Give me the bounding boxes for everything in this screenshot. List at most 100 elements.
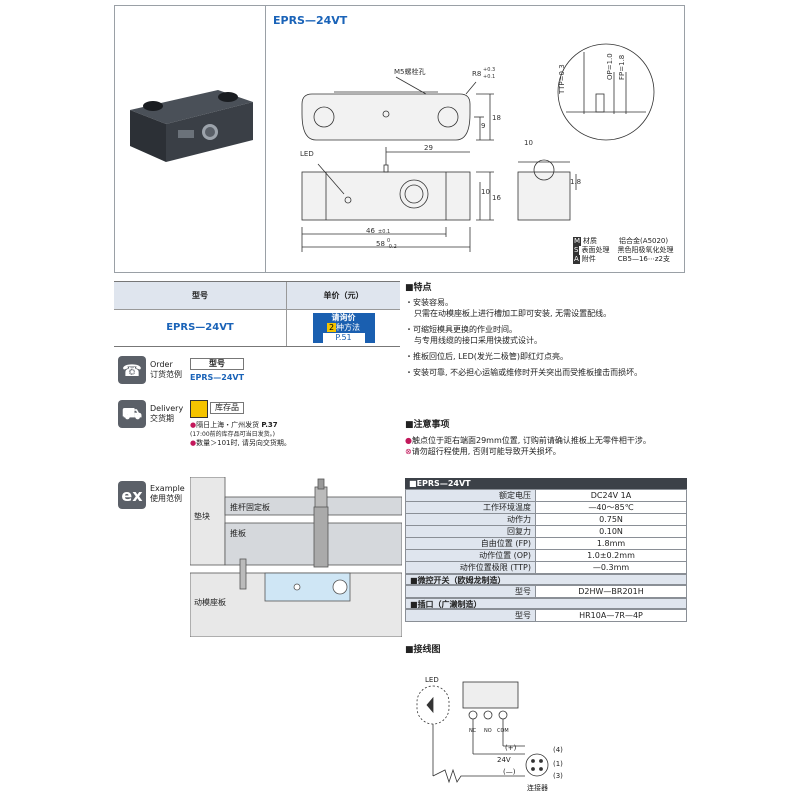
material-label: 材质 xyxy=(583,237,598,245)
delivery-ref[interactable]: P.37 xyxy=(261,421,278,429)
method-num: 2 xyxy=(326,323,337,332)
wiring-led-label: LED xyxy=(425,676,439,684)
spec-section: ■EPRS—24VT 额定电压 DC24V 1A 工作环境温度 —40～85℃ … xyxy=(405,478,687,622)
material-row: A 附件 CB5—16⋯z2支 xyxy=(573,255,683,264)
dim-18: 18 xyxy=(492,114,501,122)
r8-tol-up: +0.3 xyxy=(483,67,495,73)
notes-title-text: 注意事项 xyxy=(413,420,450,430)
spec-row: 回复力 0.10N xyxy=(405,525,687,538)
spec-row: 自由位置 (FP)1.8mm xyxy=(405,537,687,550)
plug-value: HR10A—7R—4P xyxy=(535,609,687,622)
plug-label: 型号 xyxy=(405,609,536,622)
spec-title: ■EPRS—24VT xyxy=(405,478,687,489)
feature-item: ・可缩短模具更换的作业时间。 xyxy=(405,325,517,334)
col-model: 型号 xyxy=(192,291,208,300)
feature-item: 与专用线缆的接口采用快拔式设计。 xyxy=(414,336,542,345)
dim-9: 9 xyxy=(481,122,485,130)
feature-item: ・安装容易。 xyxy=(405,298,453,307)
example-label: Example 使用范例 xyxy=(150,484,185,504)
nc-label: NC xyxy=(469,728,477,734)
spec-row: 动作位置极限 (TTP)—0.3mm xyxy=(405,561,687,574)
pushplate-label: 推板 xyxy=(230,528,246,538)
delivery-truck-icon: ⛟ xyxy=(118,400,146,428)
note-item: ⊗请勿超行程使用, 否则可能导致开关损坏。 xyxy=(405,447,561,456)
dim-16: 16 xyxy=(492,194,501,202)
material-badge: A xyxy=(573,255,580,264)
r8-label: R8 xyxy=(472,70,481,78)
v24-label: 24V xyxy=(497,756,511,764)
plug-title-text: 插口（广濑制造） xyxy=(417,600,482,609)
product-frame xyxy=(114,5,685,273)
prohibited-icon: ⊗ xyxy=(405,447,412,456)
order-value: EPRS—24VT xyxy=(190,373,245,382)
material-value: CB5—16⋯z2支 xyxy=(617,255,670,263)
delivery-label-en: Delivery xyxy=(150,404,184,413)
order-label: Order 订货范例 xyxy=(150,360,182,380)
connector-label: 连接器 xyxy=(527,783,548,792)
features-marker: ■ xyxy=(405,283,414,293)
com-label: COM xyxy=(497,728,509,734)
note-item: ●触点位于距右端面29mm位置, 订购前请确认推板上无零件相干涉。 xyxy=(405,436,651,445)
delivery-label-cn: 交货期 xyxy=(150,414,174,423)
feature-item: 只需在动模座板上进行槽加工即可安装, 无需设置配线。 xyxy=(414,309,612,318)
dim-58: 58 xyxy=(376,240,385,248)
photo-divider xyxy=(265,5,266,273)
plug-title: ■插口（广濑制造） xyxy=(405,598,687,609)
pushplate-fix-label: 推杆固定板 xyxy=(230,502,270,512)
stock-icon xyxy=(190,400,208,418)
material-badge: S xyxy=(573,246,580,255)
delivery-info: ●隔日上海・广州发货 P.37 (17:00前的库存品可当日发货。) ●数量＞1… xyxy=(190,421,390,448)
method-text: 种方法 xyxy=(336,323,361,332)
material-label: 表面处理 xyxy=(581,246,610,254)
example-label-cn: 使用范例 xyxy=(150,494,182,503)
model-cell: EPRS—24VT xyxy=(166,322,234,333)
page-title: EPRS—24VT xyxy=(273,14,348,27)
feature-item: ・安装可靠, 不必担心运输或维修时开关突出而受推板撞击而损坏。 xyxy=(405,368,643,377)
dim-58-tol0: 0 xyxy=(387,238,390,244)
order-label-en: Order xyxy=(150,360,173,369)
micro-switch-value: D2HW—BR201H xyxy=(535,585,687,598)
spec-row: 额定电压 DC24V 1A xyxy=(405,489,687,502)
delivery-bullet-icon: ● xyxy=(190,421,197,429)
dim-29: 29 xyxy=(424,144,433,152)
op-label: OP=1.0 xyxy=(606,53,614,80)
spec-row: 工作环境温度 —40～85℃ xyxy=(405,501,687,514)
notes-list: ●触点位于距右端面29mm位置, 订购前请确认推板上无零件相干涉。 ⊗请勿超行程… xyxy=(405,435,695,457)
features-list: ・安装容易。 只需在动模座板上进行槽加工即可安装, 无需设置配线。 ・可缩短模具… xyxy=(405,297,695,378)
order-icon: ☎ xyxy=(118,356,146,384)
price-table-header: 型号 单价（元） xyxy=(114,282,400,310)
micro-switch-title: ■微控开关（欧姆龙制造） xyxy=(405,574,687,585)
wiring-title-text: 接线图 xyxy=(413,645,441,655)
spec-table: 额定电压 DC24V 1A 工作环境温度 —40～85℃ 动作力 0.75N 回… xyxy=(405,489,687,574)
delivery-label: Delivery 交货期 xyxy=(150,404,183,424)
material-row: S 表面处理 黑色阳极氧化处理 xyxy=(573,246,683,255)
ttp-label: TTP=0.3 xyxy=(558,64,566,95)
quantity-bullet-icon: ● xyxy=(190,439,197,447)
pin3-label: (3) xyxy=(553,772,563,780)
example-label-en: Example xyxy=(150,484,185,493)
dim-10: 10 xyxy=(481,188,490,196)
example-icon: ex xyxy=(118,481,146,509)
order-head: 型号 xyxy=(190,358,244,370)
delivery-line2: (17:00前的库存品可当日发货。) xyxy=(190,431,275,438)
material-label: 附件 xyxy=(581,255,596,263)
usage-example-diagram: 垫块 推杆固定板 推板 动模座板 xyxy=(190,477,402,637)
spec-row: 动作力 0.75N xyxy=(405,513,687,526)
dim-46: 46 xyxy=(366,227,375,235)
minus-label: (—) xyxy=(503,768,516,776)
features-title-text: 特点 xyxy=(413,283,432,293)
side-dim-10: 10 xyxy=(524,139,533,147)
stock-label: 库存品 xyxy=(210,402,244,414)
micro-switch-title-text: 微控开关（欧姆龙制造） xyxy=(417,576,506,585)
dim-46-tol: ±0.1 xyxy=(378,229,390,235)
technical-drawing: M5螺栓孔 R8 +0.3 +0.1 9 18 LED 29 10 16 46 … xyxy=(300,43,655,252)
side-dim-18: 1.8 xyxy=(570,178,581,186)
materials-legend: M 材质 铝合金(A5020) S 表面处理 黑色阳极氧化处理 A 附件 CB5… xyxy=(573,237,683,264)
price-ref[interactable]: P.51 xyxy=(322,333,365,343)
no-label: NO xyxy=(484,728,492,734)
dim-58-tol: -0.2 xyxy=(387,244,397,250)
